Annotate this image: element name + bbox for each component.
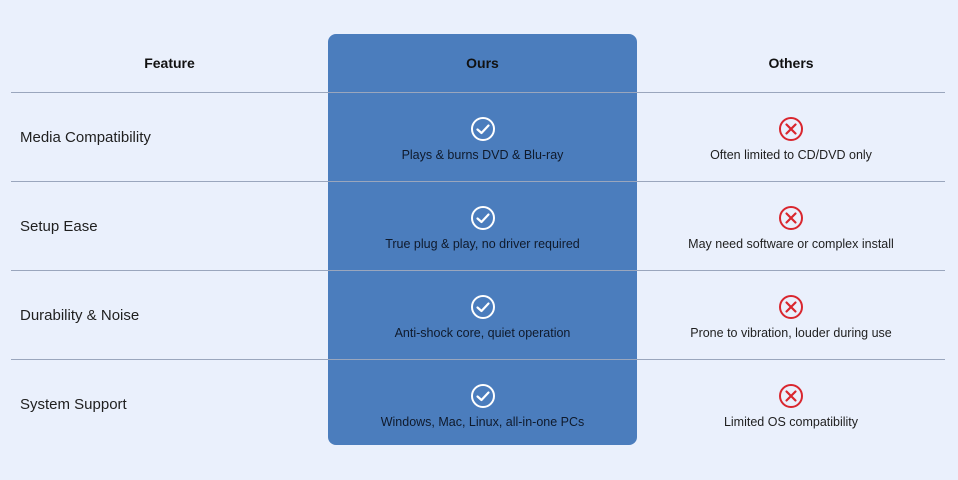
table-row: System Support Windows, Mac, Linux, all-… [11, 359, 945, 448]
others-text: Often limited to CD/DVD only [710, 148, 872, 162]
others-cell: May need software or complex install [637, 182, 945, 270]
feature-label: Media Compatibility [20, 128, 151, 146]
others-text: Prone to vibration, louder during use [690, 326, 892, 340]
feature-cell: Setup Ease [11, 182, 328, 270]
check-circle-icon [470, 295, 495, 319]
ours-cell: Anti-shock core, quiet operation [328, 271, 637, 359]
others-cell: Often limited to CD/DVD only [637, 93, 945, 181]
feature-label: System Support [20, 395, 127, 413]
ours-text: Plays & burns DVD & Blu-ray [401, 148, 564, 162]
header-feature-cell: Feature [11, 34, 328, 92]
header-ours-label: Ours [466, 55, 499, 71]
others-cell: Prone to vibration, louder during use [637, 271, 945, 359]
x-circle-icon [779, 117, 803, 141]
x-circle-icon [779, 206, 803, 230]
feature-cell: System Support [11, 360, 328, 448]
check-circle-icon [470, 117, 495, 141]
feature-cell: Durability & Noise [11, 271, 328, 359]
check-circle-icon [470, 206, 495, 230]
check-circle-icon [470, 384, 495, 408]
ours-cell: Windows, Mac, Linux, all-in-one PCs [328, 360, 637, 448]
others-text: Limited OS compatibility [723, 415, 859, 429]
table-row: Setup Ease True plug & play, no driver r… [11, 181, 945, 270]
ours-text: Anti-shock core, quiet operation [394, 326, 571, 340]
header-ours-cell: Ours [328, 34, 637, 92]
header-others-label: Others [768, 55, 814, 71]
table-row: Durability & Noise Anti-shock core, quie… [11, 270, 945, 359]
feature-label: Durability & Noise [20, 306, 140, 324]
table-header: Feature Ours Others [11, 34, 945, 92]
feature-cell: Media Compatibility [11, 93, 328, 181]
header-others-cell: Others [637, 34, 945, 92]
others-text: May need software or complex install [688, 237, 894, 251]
ours-cell: Plays & burns DVD & Blu-ray [328, 93, 637, 181]
ours-text: True plug & play, no driver required [385, 237, 580, 251]
x-circle-icon [779, 295, 803, 319]
x-circle-icon [779, 384, 803, 408]
ours-column-highlight [328, 34, 637, 445]
ours-text: Windows, Mac, Linux, all-in-one PCs [380, 415, 585, 429]
feature-label: Setup Ease [20, 217, 98, 235]
table-row: Media Compatibility Plays & burns DVD & … [11, 92, 945, 181]
ours-cell: True plug & play, no driver required [328, 182, 637, 270]
others-cell: Limited OS compatibility [637, 360, 945, 448]
comparison-table: Feature Ours Others Media Compatibility … [11, 34, 945, 448]
header-feature-label: Feature [144, 55, 195, 71]
